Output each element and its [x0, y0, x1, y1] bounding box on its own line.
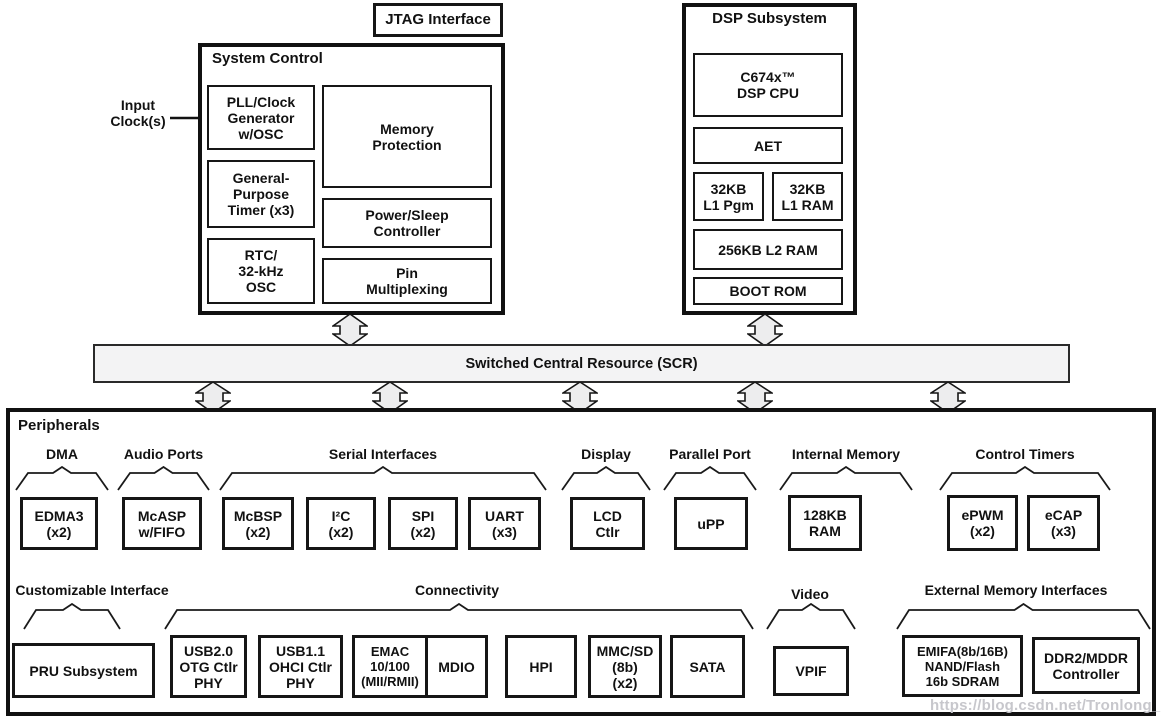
peripherals-title: Peripherals [18, 417, 100, 434]
block-l1-pgm: 32KB L1 Pgm [693, 172, 764, 221]
group-brace [14, 466, 110, 492]
group-brace [765, 603, 857, 631]
block-mcbsp: McBSP (x2) [222, 497, 294, 550]
block-rtc-osc: RTC/ 32-kHz OSC [207, 238, 315, 304]
block-sata: SATA [670, 635, 745, 698]
group-brace [895, 603, 1152, 631]
bidirectional-arrow-icon [562, 382, 598, 413]
group-brace [938, 466, 1112, 492]
bidirectional-arrow-icon [737, 382, 773, 413]
bidirectional-arrow-icon [195, 382, 231, 413]
bidirectional-arrow-icon [747, 314, 783, 346]
bidirectional-arrow-icon [372, 382, 408, 413]
block-vpif: VPIF [773, 646, 849, 696]
group-label-connectivity: Connectivity [414, 582, 499, 598]
group-brace [163, 603, 755, 631]
block-c674x-dsp-cpu: C674x™ DSP CPU [693, 53, 843, 117]
block-usb2-otg: USB2.0 OTG Ctlr PHY [170, 635, 247, 698]
group-brace [22, 603, 122, 631]
group-brace [218, 466, 548, 492]
group-label-dma: DMA [46, 446, 78, 462]
block-jtag-interface: JTAG Interface [373, 3, 503, 37]
block-emac: EMAC 10/100 (MII/RMII) [352, 635, 428, 698]
block-l2-ram: 256KB L2 RAM [693, 229, 843, 270]
block-mcasp: McASP w/FIFO [122, 497, 202, 550]
block-emifa: EMIFA(8b/16B) NAND/Flash 16b SDRAM [902, 635, 1023, 697]
watermark: https://blog.csdn.net/Tronlong_ [930, 697, 1161, 714]
block-usb1-ohci: USB1.1 OHCI Ctlr PHY [258, 635, 343, 698]
group-label-display: Display [581, 446, 631, 462]
block-pll-clock-generator: PLL/Clock Generator w/OSC [207, 85, 315, 150]
block-i2c: I²C (x2) [306, 497, 376, 550]
bidirectional-arrow-icon [332, 314, 368, 346]
block-power-sleep-controller: Power/Sleep Controller [322, 198, 492, 248]
block-uart: UART (x3) [468, 497, 541, 550]
dsp-subsystem-title: DSP Subsystem [712, 10, 827, 27]
scr-bus: Switched Central Resource (SCR) [93, 344, 1070, 383]
block-aet: AET [693, 127, 843, 164]
block-spi: SPI (x2) [388, 497, 458, 550]
block-hpi: HPI [505, 635, 577, 698]
group-label-serial-interfaces: Serial Interfaces [328, 446, 438, 462]
group-label-control-timers: Control Timers [975, 446, 1075, 462]
block-128kb-ram: 128KB RAM [788, 495, 862, 551]
block-l1-ram: 32KB L1 RAM [772, 172, 843, 221]
group-label-external-memory-interfaces: External Memory Interfaces [924, 582, 1108, 598]
group-brace [778, 466, 914, 492]
block-general-purpose-timer: General- Purpose Timer (x3) [207, 160, 315, 228]
block-lcd-ctlr: LCD Ctlr [570, 497, 645, 550]
block-mdio: MDIO [425, 635, 488, 698]
block-mmc-sd: MMC/SD (8b) (x2) [588, 635, 662, 698]
group-brace [662, 466, 758, 492]
group-label-parallel-port: Parallel Port [669, 446, 751, 462]
block-pin-multiplexing: Pin Multiplexing [322, 258, 492, 304]
block-edma3: EDMA3 (x2) [20, 497, 98, 550]
block-boot-rom: BOOT ROM [693, 277, 843, 305]
group-label-video: Video [791, 586, 829, 602]
system-control-title: System Control [212, 50, 323, 67]
group-brace [116, 466, 211, 492]
block-ecap: eCAP (x3) [1027, 495, 1100, 551]
block-ddr2-mddr: DDR2/MDDR Controller [1032, 637, 1140, 694]
bidirectional-arrow-icon [930, 382, 966, 413]
block-memory-protection: Memory Protection [322, 85, 492, 188]
block-upp: uPP [674, 497, 748, 550]
block-epwm: ePWM (x2) [947, 495, 1018, 551]
group-brace [560, 466, 652, 492]
group-label-internal-memory: Internal Memory [791, 446, 901, 462]
group-label-audio-ports: Audio Ports [123, 446, 204, 462]
input-clock-label: Input Clock(s) [110, 97, 166, 129]
group-label-customizable-interface: Customizable Interface [15, 582, 169, 598]
block-pru-subsystem: PRU Subsystem [12, 643, 155, 698]
